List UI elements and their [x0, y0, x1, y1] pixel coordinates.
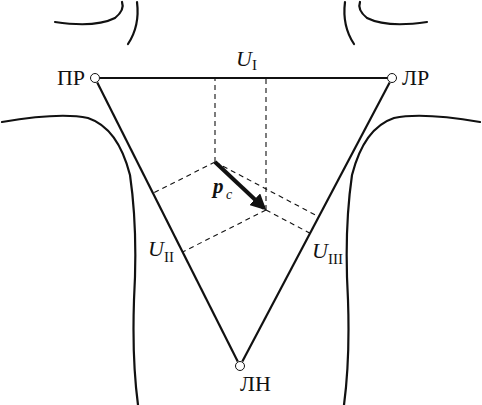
lead-line — [100, 77, 387, 79]
projection-line — [265, 78, 266, 210]
lead-voltage-label: U — [236, 48, 252, 70]
vector-label: c — [226, 188, 232, 202]
right-arm-outline — [359, 2, 427, 24]
lead-voltage-label: I — [252, 58, 257, 73]
electrode-label: ЛН — [240, 373, 271, 395]
electrode-label: ЛР — [402, 67, 429, 89]
right-arm-outline — [344, 2, 354, 44]
projection-line — [214, 78, 215, 162]
right-torso-outline — [344, 116, 480, 405]
projection-line — [183, 210, 266, 252]
lead-voltage-label: U — [312, 240, 328, 262]
projection-line — [153, 162, 215, 193]
projection-line — [266, 210, 310, 233]
lead-line — [242, 82, 389, 361]
left-arm-outline — [128, 2, 138, 44]
electrode-point: ЛР — [387, 73, 397, 83]
left-torso-outline — [2, 116, 138, 405]
lead-voltage-label: U — [148, 238, 164, 260]
electrode-label: ПР — [57, 67, 85, 89]
left-arm-outline — [55, 2, 123, 24]
electrode-point: ПР — [90, 73, 100, 83]
lead-line — [97, 82, 238, 361]
lead-voltage-label: III — [328, 252, 343, 267]
electrode-point: ЛН — [235, 361, 245, 371]
lead-voltage-label: II — [164, 250, 174, 265]
vector-label: p — [213, 176, 224, 197]
projection-line — [215, 162, 319, 217]
